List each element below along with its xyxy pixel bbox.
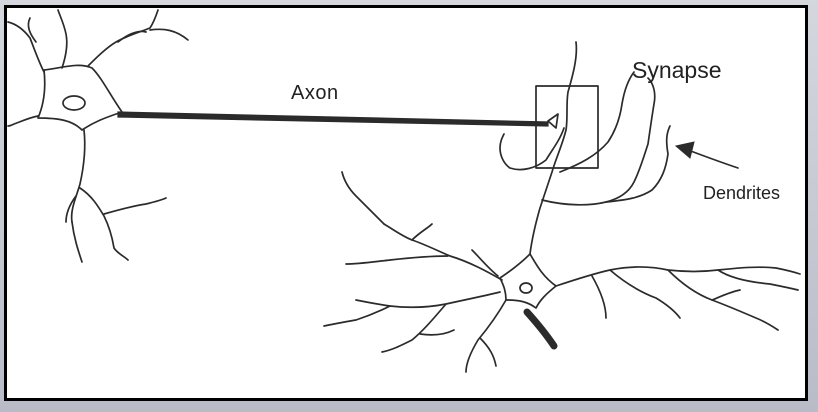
axon-terminal: [547, 113, 559, 129]
right-dendrite: [341, 171, 385, 225]
axon: [117, 111, 559, 129]
right-neuron-soma: [499, 253, 557, 309]
diagram-canvas: [7, 9, 801, 373]
right-dendrite: [355, 291, 501, 309]
left-dendrite: [65, 195, 77, 223]
right-dendrite: [711, 289, 741, 301]
right-dendrite: [411, 223, 433, 241]
left-dendrite: [87, 9, 159, 67]
left-dendrite: [79, 187, 129, 261]
right-dendrite: [465, 299, 507, 373]
right-dendrite: [605, 125, 671, 203]
arrow-line: [687, 149, 739, 169]
left-dendrite: [7, 115, 39, 127]
right-dendrite: [667, 269, 779, 331]
left-neuron: [7, 9, 189, 263]
left-dendrite: [117, 30, 147, 43]
left-dendrite: [71, 221, 83, 263]
right-dendrite: [471, 249, 499, 277]
left-dendrite: [103, 197, 167, 215]
left-neuron-nucleus: [62, 95, 86, 111]
left-dendrite: [27, 17, 37, 43]
left-dendrite: [57, 9, 68, 69]
axon-label: Axon: [291, 82, 339, 104]
right-dendrite: [559, 71, 635, 173]
right-neuron-axon-hillock: [523, 308, 558, 350]
dendrites-pointer: [674, 141, 739, 169]
right-dendrite: [419, 329, 455, 336]
left-dendrite: [7, 21, 45, 73]
arrow-head-icon: [674, 141, 695, 159]
right-dendrite: [383, 223, 503, 281]
left-dendrite: [70, 129, 86, 223]
dendrites-label: Dendrites: [703, 183, 781, 203]
right-dendrite: [499, 127, 565, 171]
neuron-diagram: Axon Synapse Dendrites: [4, 5, 808, 401]
right-neuron: [323, 41, 801, 373]
left-dendrite: [149, 28, 189, 41]
right-dendrite: [323, 305, 391, 327]
synapse-label: Synapse: [632, 57, 722, 83]
right-dendrite: [609, 269, 681, 319]
synapse-box: [535, 85, 599, 169]
right-dendrite: [541, 77, 656, 206]
right-dendrite: [381, 303, 447, 353]
axon-shaft: [117, 111, 549, 127]
right-dendrite: [555, 266, 801, 287]
left-neuron-soma: [37, 64, 123, 131]
right-neuron-nucleus: [519, 282, 533, 294]
right-dendrite: [345, 255, 449, 265]
right-dendrite: [591, 275, 607, 319]
right-dendrite: [479, 337, 497, 367]
right-dendrite-trunk: [529, 41, 578, 255]
right-dendrite: [717, 269, 799, 291]
